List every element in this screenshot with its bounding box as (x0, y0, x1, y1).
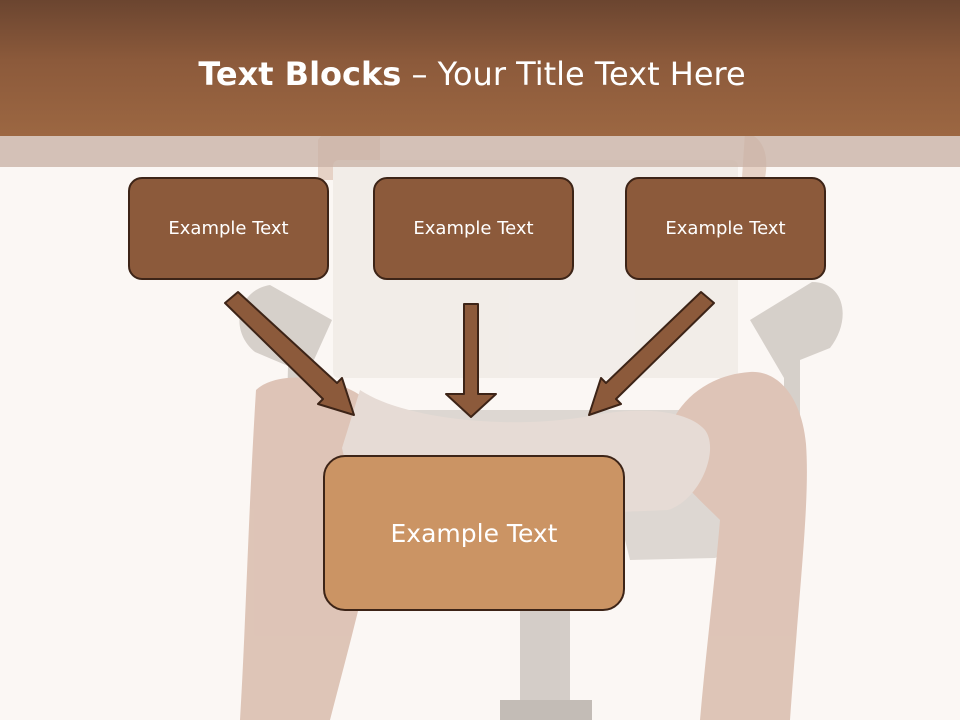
title-rest-text: Your Title Text Here (437, 55, 746, 93)
text-block-top-right: Example Text (625, 177, 826, 280)
title-bar-band (0, 136, 960, 167)
title-bar (0, 0, 960, 136)
text-block-top-left-label: Example Text (168, 218, 289, 239)
text-block-top-right-label: Example Text (665, 218, 786, 239)
title-bold-text: Text Blocks (198, 55, 402, 93)
text-block-bottom: Example Text (323, 455, 625, 611)
text-block-top-center: Example Text (373, 177, 574, 280)
slide-title: Text Blocks – Your Title Text Here (0, 50, 944, 98)
text-block-bottom-label: Example Text (390, 518, 558, 548)
title-dash: – (401, 55, 438, 93)
text-block-top-center-label: Example Text (413, 218, 534, 239)
text-block-top-left: Example Text (128, 177, 329, 280)
